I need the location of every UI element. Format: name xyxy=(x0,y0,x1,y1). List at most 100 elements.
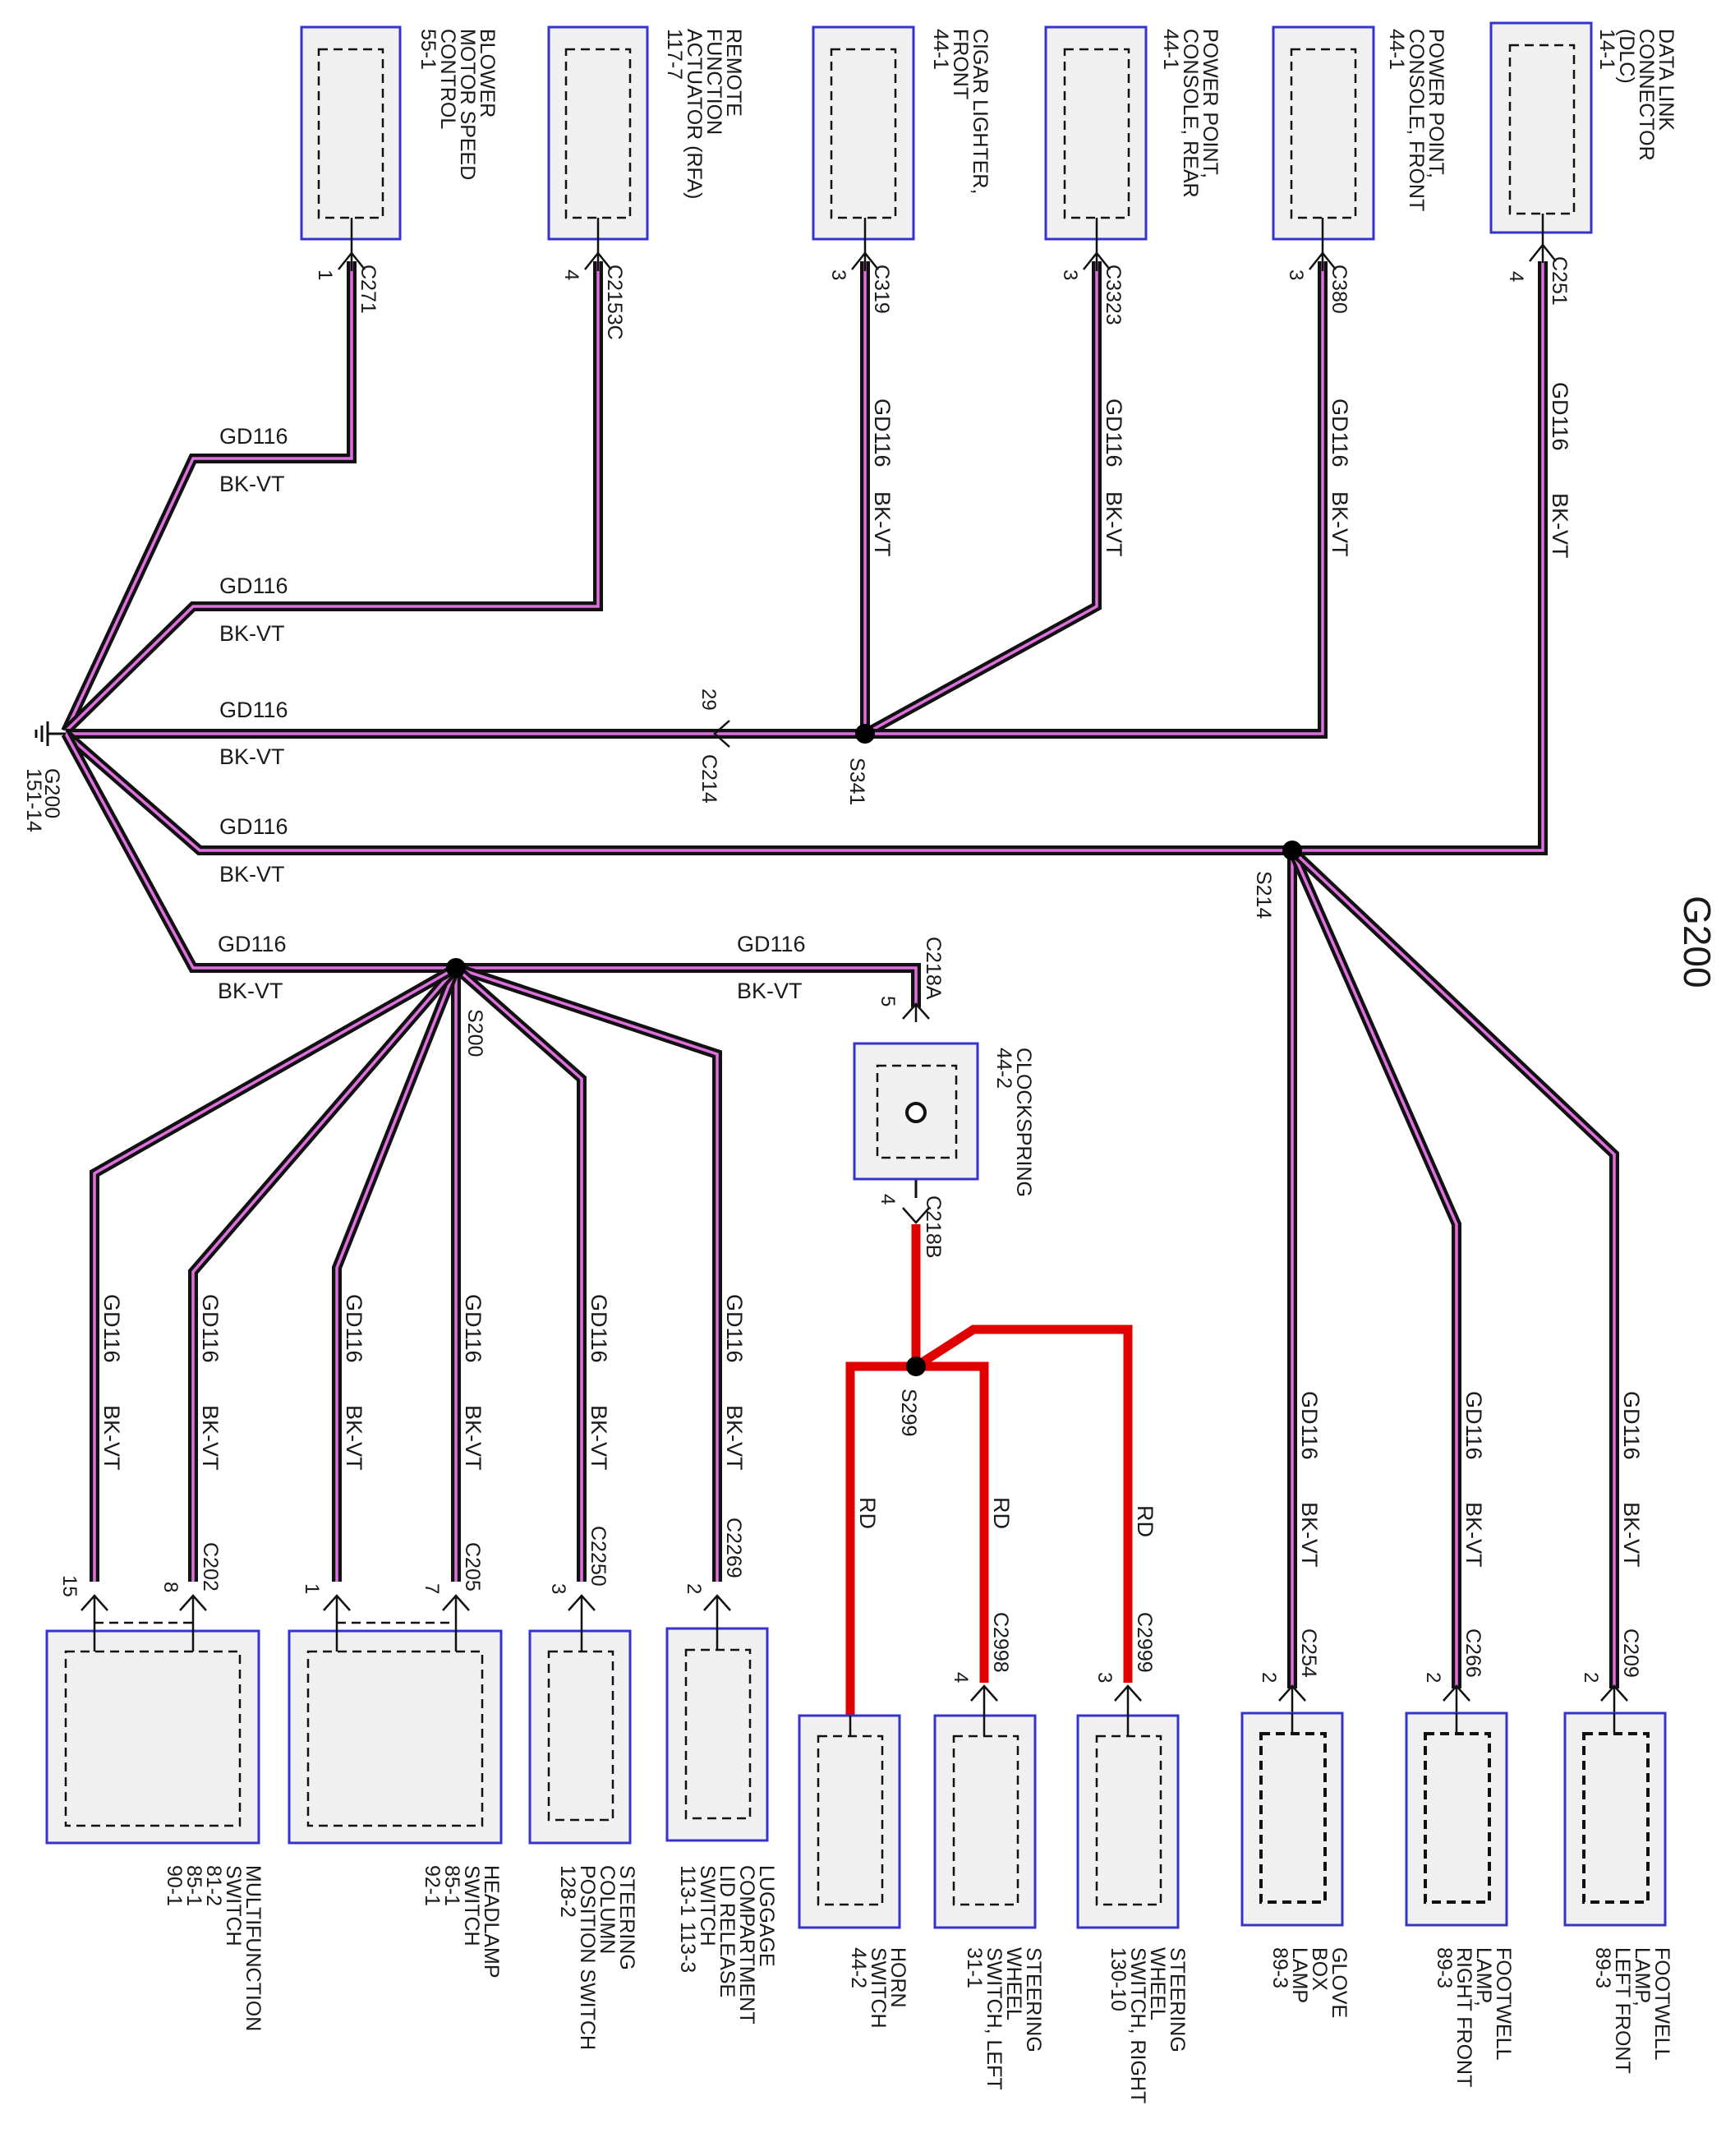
pin-c214: 29 xyxy=(697,689,720,711)
svg-text:RIGHT FRONT: RIGHT FRONT xyxy=(1452,1947,1475,2087)
svg-text:GD116: GD116 xyxy=(1619,1391,1644,1460)
svg-text:GD116: GD116 xyxy=(99,1294,124,1363)
svg-text:85-1: 85-1 xyxy=(440,1865,463,1906)
labels: G200 BLOWER MOTOR SPEED CONTROL 55-1 REM… xyxy=(22,29,1719,2103)
svg-text:SWITCH, RIGHT: SWITCH, RIGHT xyxy=(1126,1947,1149,2103)
svg-text:HORN: HORN xyxy=(886,1947,909,2008)
horn-switch-box xyxy=(798,1714,901,1929)
svg-text:SWITCH: SWITCH xyxy=(460,1865,483,1946)
svg-text:BK-VT: BK-VT xyxy=(218,979,283,1003)
svg-text:BK-VT: BK-VT xyxy=(1297,1502,1322,1568)
svg-text:GD116: GD116 xyxy=(1102,398,1126,468)
label-blower: BLOWER MOTOR SPEED CONTROL 55-1 xyxy=(416,29,499,180)
svg-text:CIGAR LIGHTER,: CIGAR LIGHTER, xyxy=(969,29,992,194)
svg-text:BK-VT: BK-VT xyxy=(1619,1502,1644,1568)
wires xyxy=(61,261,1619,1716)
svg-text:SWITCH: SWITCH xyxy=(867,1947,890,2029)
svg-text:BK-VT: BK-VT xyxy=(219,862,285,887)
svg-text:POWER POINT,: POWER POINT, xyxy=(1199,29,1222,178)
components xyxy=(45,21,1667,1929)
svg-text:LAMP,: LAMP, xyxy=(1631,1947,1654,2006)
svg-text:COMPARTMENT: COMPARTMENT xyxy=(735,1865,758,2025)
wire-blower xyxy=(61,261,357,734)
pin-luggage: 2 xyxy=(683,1583,705,1594)
svg-text:GD116: GD116 xyxy=(198,1294,223,1363)
label-dlc: DATA LINK CONNECTOR (DLC) 14-1 xyxy=(1595,29,1677,161)
steering-column-position-switch-box xyxy=(528,1629,632,1845)
svg-text:GD116: GD116 xyxy=(219,574,288,598)
wire-multifunction-15 xyxy=(90,963,458,1582)
svg-text:90-1: 90-1 xyxy=(163,1865,186,1906)
svg-text:FRONT: FRONT xyxy=(949,29,972,99)
label-clockspring: CLOCKSPRING 44-2 xyxy=(992,1048,1035,1197)
label-rfa: REMOTE FUNCTION ACTUATOR (RFA) 117-7 xyxy=(663,29,745,199)
svg-text:BK-VT: BK-VT xyxy=(722,1405,747,1471)
svg-text:130-10: 130-10 xyxy=(1107,1947,1130,2011)
pin-sw-left: 4 xyxy=(950,1672,972,1683)
splice-s299 xyxy=(906,1357,926,1376)
svg-text:85-1: 85-1 xyxy=(182,1865,205,1906)
connector-c2999: C2999 xyxy=(1133,1612,1156,1673)
pin-dlc: 4 xyxy=(1505,271,1527,282)
svg-text:LUGGAGE: LUGGAGE xyxy=(755,1865,778,1967)
diagram-title: G200 xyxy=(1676,896,1719,988)
connector-c2250: C2250 xyxy=(587,1526,610,1587)
svg-text:81-2: 81-2 xyxy=(202,1865,225,1906)
svg-text:BK-VT: BK-VT xyxy=(870,491,895,557)
svg-text:GD116: GD116 xyxy=(1548,382,1572,451)
wire-label-circuit-1: GD116 xyxy=(219,424,288,449)
splice-label-s299: S299 xyxy=(897,1389,920,1436)
svg-text:RD: RD xyxy=(1133,1505,1157,1537)
svg-text:GD116: GD116 xyxy=(218,932,287,956)
svg-text:CONSOLE, REAR: CONSOLE, REAR xyxy=(1179,29,1202,198)
svg-text:44-1: 44-1 xyxy=(1159,29,1182,70)
svg-text:GD116: GD116 xyxy=(870,398,895,468)
label-headlamp: HEADLAMP SWITCH 85-1 92-1 xyxy=(421,1865,503,1979)
svg-text:BK-VT: BK-VT xyxy=(737,979,803,1003)
label-luggage: LUGGAGE COMPARTMENT LID RELEASE SWITCH 1… xyxy=(676,1865,778,2025)
svg-text:GD116: GD116 xyxy=(1328,398,1352,468)
splice-s214 xyxy=(1282,841,1302,860)
svg-text:89-3: 89-3 xyxy=(1268,1947,1291,1988)
svg-text:BK-VT: BK-VT xyxy=(99,1405,124,1471)
svg-text:GD116: GD116 xyxy=(461,1294,486,1363)
svg-text:44-2: 44-2 xyxy=(847,1947,870,1988)
svg-text:GD116: GD116 xyxy=(1461,1391,1486,1460)
svg-text:WHEEL: WHEEL xyxy=(1002,1947,1025,2020)
label-cigar: CIGAR LIGHTER, FRONT 44-1 xyxy=(929,29,992,194)
svg-text:FUNCTION: FUNCTION xyxy=(702,29,725,135)
svg-text:BK-VT: BK-VT xyxy=(219,744,285,769)
label-steering-column: STEERING COLUMN POSITION SWITCH 128-2 xyxy=(556,1865,638,2050)
svg-text:BK-VT: BK-VT xyxy=(1461,1502,1486,1568)
label-pp-rear: POWER POINT, CONSOLE, REAR 44-1 xyxy=(1159,29,1222,198)
connector-c205: C205 xyxy=(461,1542,484,1592)
splice-label-s200: S200 xyxy=(463,1009,486,1057)
luggage-release-switch-box xyxy=(665,1627,769,1842)
label-fw-lf: FOOTWELL LAMP, LEFT FRONT 89-3 xyxy=(1591,1947,1673,2074)
svg-text:128-2: 128-2 xyxy=(556,1865,579,1918)
splice-s200 xyxy=(446,958,466,978)
svg-text:31-1: 31-1 xyxy=(963,1947,986,1988)
wire-headlamp-1 xyxy=(332,965,461,1582)
svg-text:REMOTE: REMOTE xyxy=(722,29,745,117)
svg-text:DATA LINK: DATA LINK xyxy=(1654,29,1677,131)
label-pp-front: POWER POINT, CONSOLE, FRONT 44-1 xyxy=(1385,29,1447,211)
label-sw-right: STEERING WHEEL SWITCH, RIGHT 130-10 xyxy=(1107,1947,1189,2103)
svg-text:POSITION SWITCH: POSITION SWITCH xyxy=(576,1865,599,2050)
svg-text:GD116: GD116 xyxy=(219,814,288,839)
power-point-rear-box xyxy=(1044,25,1148,241)
svg-text:BK-VT: BK-VT xyxy=(1548,493,1572,559)
pin-multifunction-15: 15 xyxy=(58,1575,81,1597)
svg-text:RD: RD xyxy=(855,1497,880,1529)
label-multifunction: MULTIFUNCTION SWITCH 81-2 85-1 90-1 xyxy=(163,1865,265,2031)
svg-text:GD116: GD116 xyxy=(342,1294,366,1363)
svg-text:CONNECTOR: CONNECTOR xyxy=(1635,29,1658,161)
svg-text:MOTOR SPEED: MOTOR SPEED xyxy=(456,29,479,180)
svg-text:SWITCH: SWITCH xyxy=(222,1865,245,1946)
svg-text:CONSOLE, FRONT: CONSOLE, FRONT xyxy=(1405,29,1428,211)
svg-text:GD116: GD116 xyxy=(737,932,806,956)
svg-text:BOX: BOX xyxy=(1308,1947,1331,1991)
connector-c266: C266 xyxy=(1461,1629,1484,1678)
svg-text:55-1: 55-1 xyxy=(416,29,440,70)
svg-text:117-7: 117-7 xyxy=(663,29,686,80)
